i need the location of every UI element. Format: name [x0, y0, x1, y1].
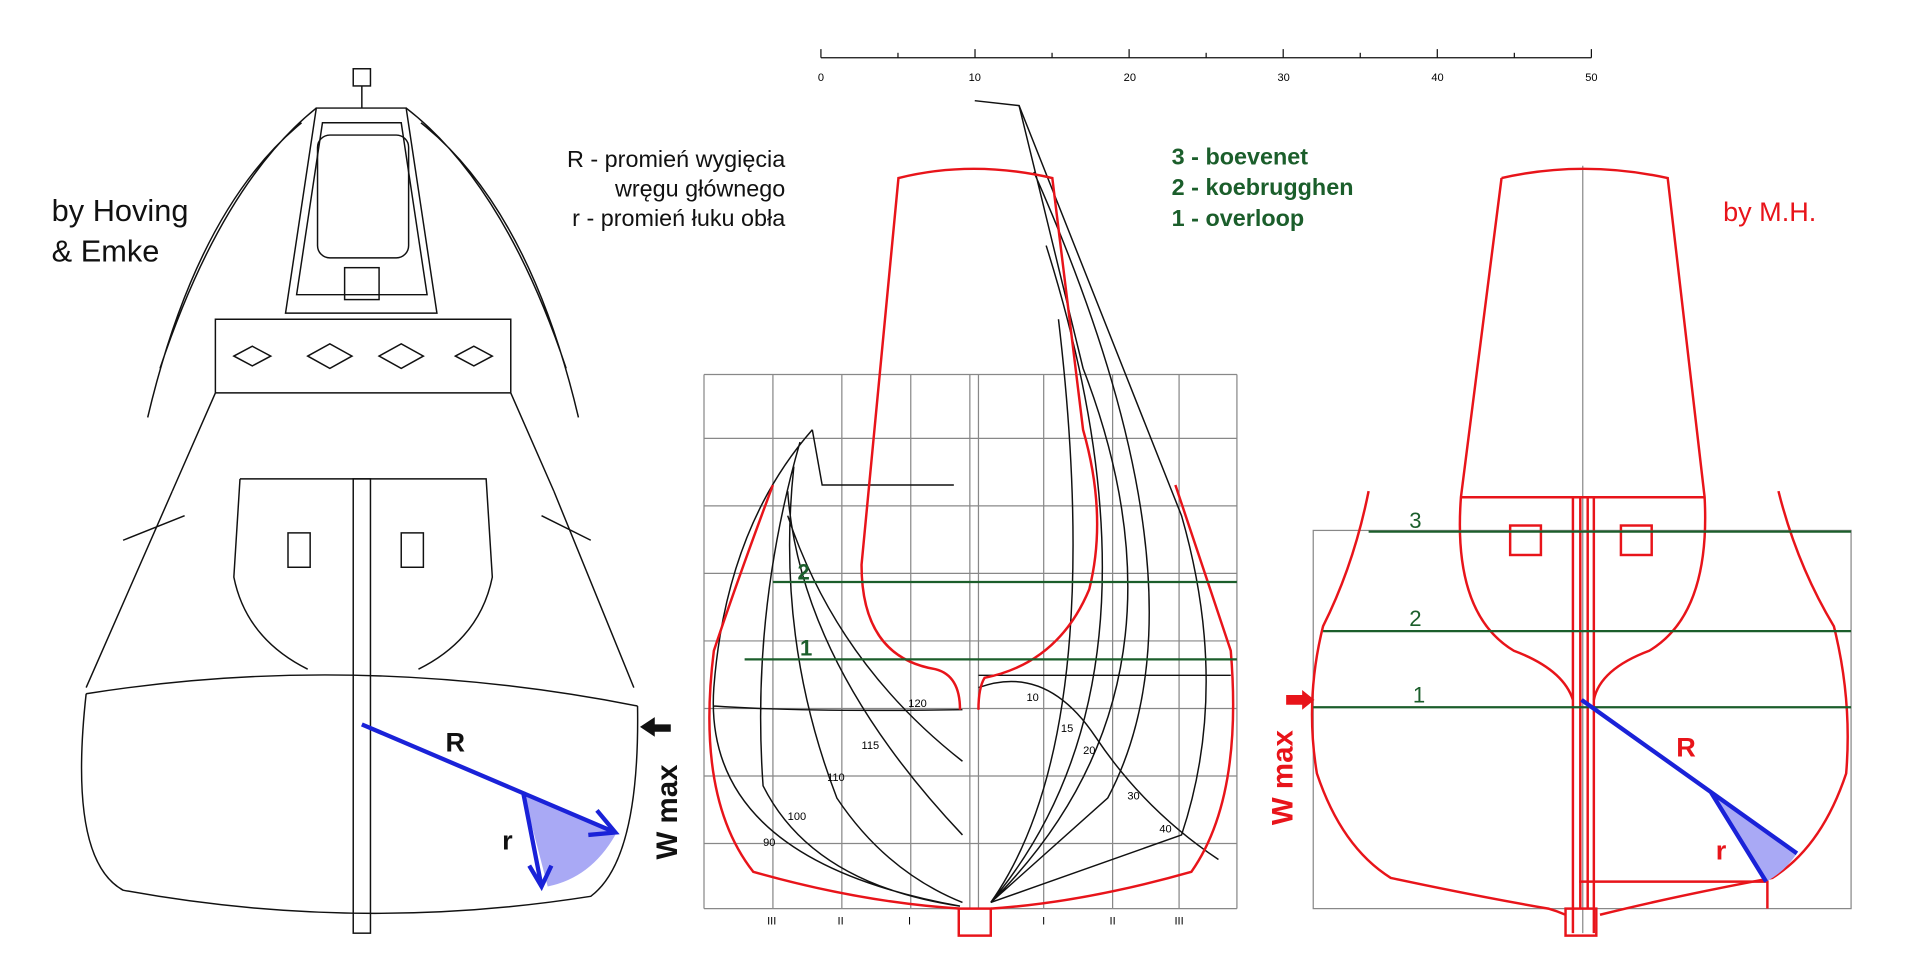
right-deck3-label: 3 [1409, 508, 1421, 533]
right-bilge-arc-area [1710, 791, 1797, 882]
wale-line [86, 674, 638, 707]
midship-frame-outline [708, 484, 1235, 910]
station-label: 30 [1127, 790, 1139, 802]
station-label: 15 [1061, 723, 1073, 735]
body-plan-grid [703, 373, 1238, 910]
ruler-tick-label: 0 [818, 72, 824, 84]
legend-line1: R - promień wygięcia [567, 146, 785, 172]
right-title: by M.H. [1723, 197, 1816, 227]
ruler-tick-label: 20 [1124, 72, 1136, 84]
arrow-right-icon [1286, 690, 1315, 710]
roman-label: III [1174, 916, 1183, 928]
station-label: 120 [908, 698, 926, 710]
bilge-arc-area [523, 791, 616, 887]
bow-profile [974, 99, 1207, 904]
left-title-line1: by Hoving [52, 193, 189, 228]
legend-line3: r - promień łuku obła [572, 205, 785, 231]
left-R-label: R [446, 727, 466, 757]
station-label: 110 [827, 772, 845, 784]
deck-legend-2: 2 - koebrugghen [1172, 174, 1354, 200]
station-label: 100 [788, 811, 806, 823]
sternpost [352, 478, 372, 934]
middle-deck1-label: 1 [800, 636, 812, 661]
roman-label: III [767, 916, 776, 928]
ruler-tick-label: 40 [1431, 72, 1443, 84]
stern-transom [284, 85, 438, 314]
arrow-left-icon [640, 717, 671, 737]
right-frame-drawing [1286, 165, 1852, 937]
station-label: 40 [1159, 823, 1171, 835]
left-title-line2: & Emke [52, 234, 160, 269]
deck-legend-1: 1 - overloop [1172, 205, 1304, 231]
coat-of-arms [316, 134, 410, 259]
station-label: 90 [763, 837, 775, 849]
lantern [352, 68, 372, 87]
station-label: 20 [1083, 745, 1095, 757]
ruler-tick-label: 10 [969, 72, 981, 84]
roman-label: I [1042, 916, 1045, 928]
right-deck1-label: 1 [1413, 682, 1425, 707]
upper-frame-outline [1458, 167, 1707, 701]
scale-ruler: 0 10 20 30 40 50 [818, 49, 1598, 84]
gallery [171, 318, 555, 492]
aft-frame-lines [712, 429, 963, 907]
main-frame-outline [1310, 490, 1849, 916]
right-radius-lines [1580, 698, 1799, 883]
right-deck2-label: 2 [1409, 606, 1421, 631]
station-label: 115 [862, 740, 880, 752]
roman-label: I [908, 916, 911, 928]
right-r-label: r [1716, 836, 1727, 866]
ruler-tick-label: 50 [1585, 72, 1597, 84]
roman-label: II [1110, 916, 1116, 928]
frame-outline-aft [860, 167, 1099, 710]
left-r-label: r [502, 826, 513, 856]
station-label: 10 [1026, 692, 1038, 704]
right-R-label: R [1676, 732, 1696, 762]
deck-legend-3: 3 - boevenet [1172, 144, 1309, 170]
body-plan [703, 99, 1238, 937]
roman-label: II [838, 916, 844, 928]
left-wmax-label: W max [651, 764, 684, 860]
left-ship-drawing [80, 68, 671, 934]
radius-lines [361, 722, 617, 887]
ruler-tick-label: 30 [1278, 72, 1290, 84]
middle-deck2-label: 2 [798, 560, 810, 585]
right-wmax-label: W max [1266, 730, 1299, 826]
hull-outline [80, 693, 639, 915]
legend-line2: wręgu głównego [614, 175, 785, 201]
